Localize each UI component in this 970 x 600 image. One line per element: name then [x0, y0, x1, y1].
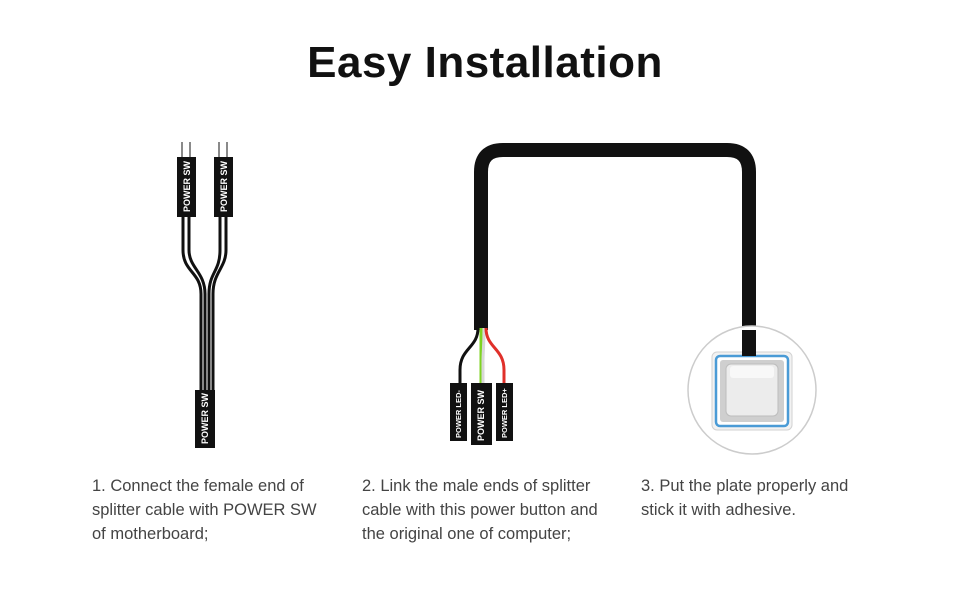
step-3-line-2: stick it with adhesive.: [641, 501, 796, 519]
connector-label: POWER SW: [200, 392, 210, 444]
step-2-line-2: cable with this power button and: [362, 501, 598, 519]
splitter-cable: POWER SW POWER SW POWER SW: [177, 142, 233, 448]
step-2-line-3: the original one of computer;: [362, 525, 572, 543]
connector-label: POWER SW: [182, 160, 192, 212]
step-1-line-3: of motherboard;: [92, 525, 209, 543]
button-cable: POWER LED- POWER SW POWER LED+: [450, 143, 756, 445]
connector-power-sw: POWER SW: [471, 383, 492, 445]
female-connector: POWER SW: [195, 390, 215, 448]
main-cable: [474, 143, 756, 352]
step-1-line-1: 1. Connect the female end of: [92, 477, 304, 495]
step-1-caption: 1. Connect the female end of splitter ca…: [92, 474, 317, 546]
page-title: Easy Installation: [307, 38, 663, 87]
male-pins-left: [181, 142, 228, 158]
connector-power-led-plus: POWER LED+: [496, 383, 513, 441]
splitter-wires: [181, 214, 228, 394]
connector-power-led-minus: POWER LED-: [450, 383, 467, 441]
connector-label: POWER SW: [476, 389, 486, 441]
connector-label: POWER LED+: [500, 388, 509, 438]
step-3-caption: 3. Put the plate properly and stick it w…: [641, 474, 848, 522]
step-2-caption: 2. Link the male ends of splitter cable …: [362, 474, 598, 546]
connector-label: POWER SW: [219, 160, 229, 212]
connector-label: POWER LED-: [454, 390, 463, 438]
button-plate: [687, 325, 817, 455]
step-2-line-1: 2. Link the male ends of splitter: [362, 477, 591, 495]
male-connector-right: POWER SW: [214, 157, 233, 217]
male-connector-left: POWER SW: [177, 157, 196, 217]
step-1-line-2: splitter cable with POWER SW: [92, 501, 317, 519]
cable-fanout: [458, 327, 506, 384]
step-3-line-1: 3. Put the plate properly and: [641, 477, 849, 495]
